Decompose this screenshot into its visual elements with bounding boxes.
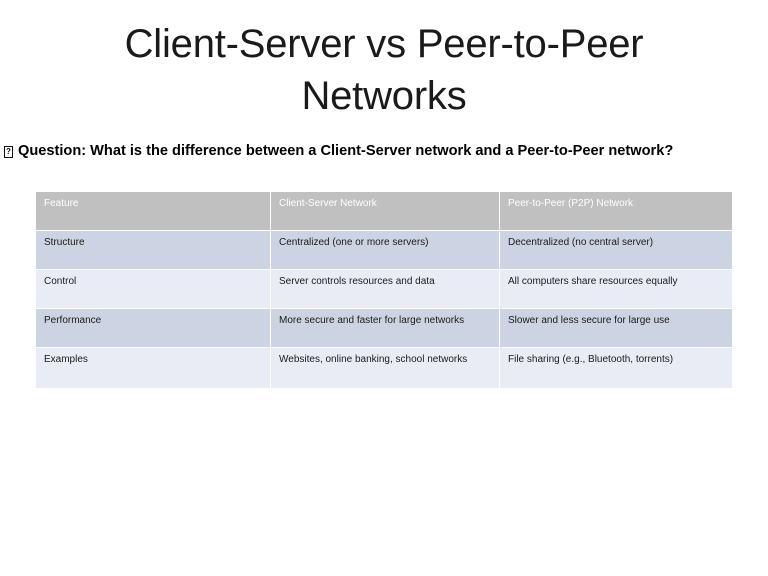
column-header-feature: Feature <box>36 192 270 230</box>
column-header-client-server: Client-Server Network <box>271 192 499 230</box>
cell-client-server: Websites, online banking, school network… <box>271 348 499 388</box>
table-row: Structure Centralized (one or more serve… <box>36 231 732 269</box>
table-header: Feature Client-Server Network Peer-to-Pe… <box>36 192 732 230</box>
table-row: Control Server controls resources and da… <box>36 270 732 308</box>
page-title: Client-Server vs Peer-to-Peer Networks <box>124 22 644 118</box>
missing-glyph-box-icon: ? <box>4 145 13 158</box>
cell-peer-to-peer: File sharing (e.g., Bluetooth, torrents) <box>500 348 732 388</box>
comparison-table: Feature Client-Server Network Peer-to-Pe… <box>35 191 733 389</box>
table-header-row: Feature Client-Server Network Peer-to-Pe… <box>36 192 732 230</box>
cell-client-server: Server controls resources and data <box>271 270 499 308</box>
table-row: Performance More secure and faster for l… <box>36 309 732 347</box>
cell-peer-to-peer: Slower and less secure for large use <box>500 309 732 347</box>
column-header-peer-to-peer: Peer-to-Peer (P2P) Network <box>500 192 732 230</box>
cell-client-server: More secure and faster for large network… <box>271 309 499 347</box>
cell-feature: Performance <box>36 309 270 347</box>
cell-feature: Examples <box>36 348 270 388</box>
cell-feature: Structure <box>36 231 270 269</box>
table-body: Structure Centralized (one or more serve… <box>36 231 732 388</box>
cell-client-server: Centralized (one or more servers) <box>271 231 499 269</box>
cell-peer-to-peer: Decentralized (no central server) <box>500 231 732 269</box>
table-row: Examples Websites, online banking, schoo… <box>36 348 732 388</box>
question-text: Question: What is the difference between… <box>18 143 674 159</box>
cell-peer-to-peer: All computers share resources equally <box>500 270 732 308</box>
cell-feature: Control <box>36 270 270 308</box>
question-line: ? Question: What is the difference betwe… <box>4 142 766 161</box>
comparison-table-container: Feature Client-Server Network Peer-to-Pe… <box>35 191 733 389</box>
